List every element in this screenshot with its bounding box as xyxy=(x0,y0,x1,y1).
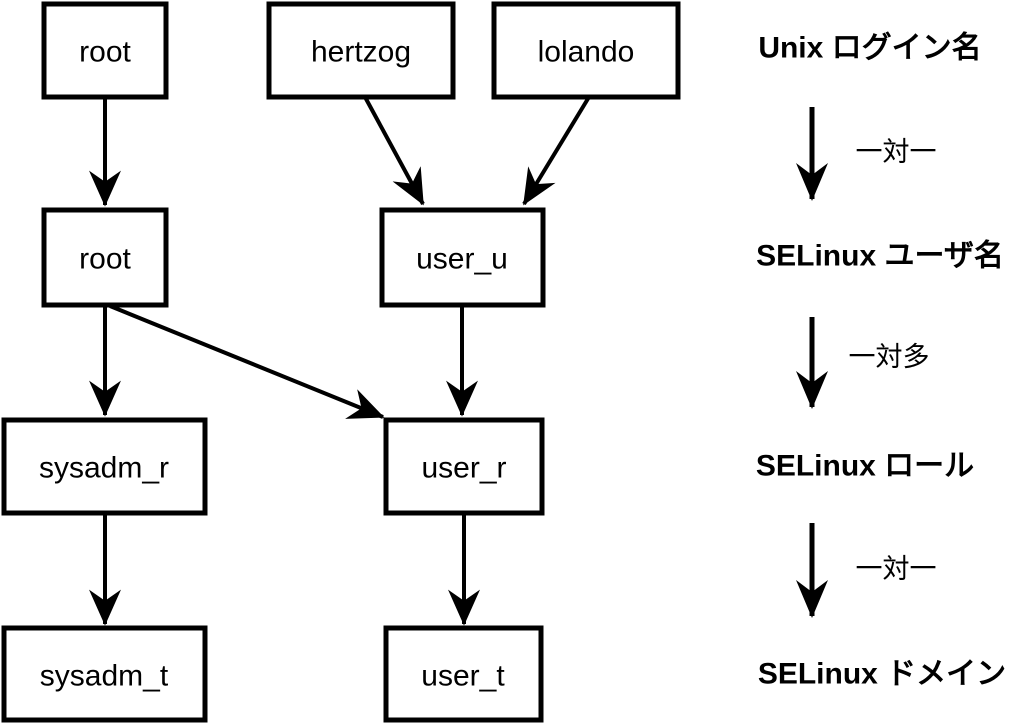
legend-relation-2: 一対多 xyxy=(849,342,930,372)
legend-relation-1: 一対一 xyxy=(856,137,937,167)
arrow-lolando-to-user_u xyxy=(522,95,591,206)
node-selinux-root: root xyxy=(41,207,169,308)
node-role-user_r: user_r xyxy=(383,417,545,516)
legend-level-selinux-domain: SELinux ドメイン xyxy=(758,658,1006,691)
node-unix-lolando: lolando xyxy=(491,1,681,100)
selinux-root-label: root xyxy=(79,243,131,276)
selinux-user_u-box xyxy=(379,207,546,308)
domain-user_t-label: user_t xyxy=(421,660,505,693)
arrow-selinuxroot-to-user_r xyxy=(109,304,385,419)
legend-relation-3: 一対一 xyxy=(856,554,937,584)
legend-column: Unix ログイン名 一対一 SELinux ユーザ名 一対多 SELinux … xyxy=(756,32,1006,691)
unix-root-box xyxy=(41,1,169,100)
unix-root-label: root xyxy=(79,36,131,69)
unix-lolando-label: lolando xyxy=(538,36,635,69)
selinux-root-box xyxy=(41,207,169,308)
domain-user_t-box xyxy=(383,625,544,723)
role-user_r-box xyxy=(383,417,545,516)
unix-lolando-box xyxy=(491,1,681,100)
node-unix-hertzog: hertzog xyxy=(266,1,456,100)
unix-hertzog-box xyxy=(266,1,456,100)
selinux-user_u-label: user_u xyxy=(416,243,508,276)
role-sysadm_r-label: sysadm_r xyxy=(39,452,169,485)
legend-level-selinux-role: SELinux ロール xyxy=(756,450,974,483)
node-domain-sysadm_t: sysadm_t xyxy=(1,625,208,723)
node-selinux-user_u: user_u xyxy=(379,207,546,308)
domain-sysadm_t-box xyxy=(1,625,208,723)
node-role-sysadm_r: sysadm_r xyxy=(1,417,208,516)
legend-level-unix-login: Unix ログイン名 xyxy=(758,32,981,65)
node-domain-user_t: user_t xyxy=(383,625,544,723)
node-unix-root: root xyxy=(41,1,169,100)
role-sysadm_r-box xyxy=(1,417,208,516)
legend-level-selinux-user: SELinux ユーザ名 xyxy=(756,240,1004,273)
role-user_r-label: user_r xyxy=(421,452,506,485)
arrow-hertzog-to-user_u xyxy=(363,96,425,206)
domain-sysadm_t-label: sysadm_t xyxy=(40,660,169,693)
diagram-edges xyxy=(89,95,591,626)
unix-hertzog-label: hertzog xyxy=(311,36,411,69)
